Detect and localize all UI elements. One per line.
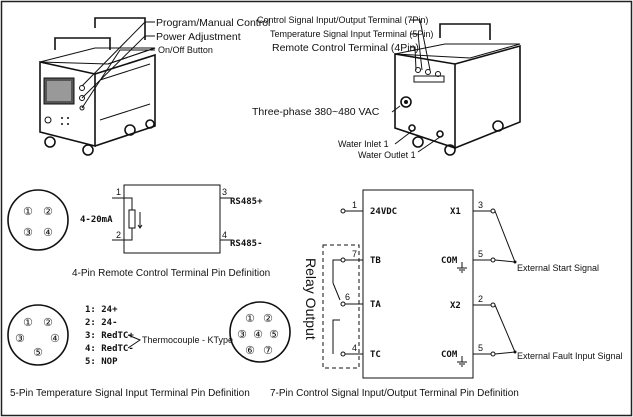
pin7-4: ④ (253, 328, 263, 341)
pin7-label-x1: X1 (450, 207, 461, 217)
label-temp-signal: Temperature Signal Input Terminal (5Pin) (270, 29, 433, 39)
pin7-5: ⑤ (269, 328, 279, 341)
pin7-1: ① (245, 312, 255, 325)
pin4-rs-minus: RS485- (230, 239, 263, 249)
label-program-manual: Program/Manual Control (156, 17, 270, 29)
pin7-caption: 7-Pin Control Signal Input/Output Termin… (270, 388, 519, 399)
pin7-label-x2: X2 (450, 301, 461, 311)
pin5-def-5: 5: NOP (85, 357, 118, 367)
pin7-label-tb: TB (370, 256, 381, 266)
pin7-right-num-3: 3 (478, 200, 483, 210)
pin5-4: ④ (50, 332, 60, 345)
pin7-left-num-4: 4 (352, 343, 357, 353)
pin7-left-num-1: 1 (352, 200, 357, 210)
pin7-label-24vdc: 24VDC (370, 207, 397, 217)
pin7-label-com-1: COM (441, 256, 458, 266)
machine-front-illustration (39, 17, 156, 156)
pin5-def-3: 3: RedTC+ (85, 331, 134, 341)
pin5-2: ② (43, 316, 53, 329)
control-signal-schematic (322, 189, 517, 379)
label-water-in: Water Inlet 1 (338, 139, 389, 149)
pin4-3: ③ (23, 226, 33, 239)
pin7-2: ② (263, 312, 273, 325)
pin4-4: ④ (43, 226, 53, 239)
pin5-thermo: Thermocouple - KType (142, 335, 233, 345)
pin7-left-num-7: 7 (352, 249, 357, 259)
pin7-3: ③ (237, 328, 247, 341)
pin4-2: ② (43, 205, 53, 218)
pin7-7: ⑦ (263, 344, 273, 357)
pin7-label-tc: TC (370, 350, 381, 360)
pin5-def-4: 4: RedTC- (85, 344, 134, 354)
pin4-num-3: 3 (222, 187, 227, 197)
label-water-out: Water Outlet 1 (358, 150, 416, 160)
pin5-5: ⑤ (33, 346, 43, 359)
remote-control-schematic (112, 184, 232, 254)
label-remote: Remote Control Terminal (4Pin) (272, 42, 419, 54)
pin7-label-com-2: COM (441, 350, 458, 360)
connector-7pin: ① ② ③ ④ ⑤ ⑥ ⑦ (229, 301, 291, 363)
thermo-brace (127, 334, 142, 349)
pin5-1: ① (23, 316, 33, 329)
pin4-caption: 4-Pin Remote Control Terminal Pin Defini… (72, 268, 270, 279)
label-onoff: On/Off Button (158, 45, 213, 55)
pin7-right-num-5a: 5 (478, 249, 483, 259)
machine-rear-illustration (391, 19, 521, 156)
pin4-rs-plus: RS485+ (230, 197, 263, 207)
pin7-left-num-6: 6 (345, 292, 350, 302)
pin7-label-ta: TA (370, 300, 381, 310)
pin7-right-num-2: 2 (478, 294, 483, 304)
pin5-caption: 5-Pin Temperature Signal Input Terminal … (10, 388, 250, 399)
ext-fault-signal: External Fault Input Signal (517, 351, 623, 361)
relay-output-label: Relay Output (303, 258, 319, 340)
connector-5pin: ① ② ③ ④ ⑤ (7, 304, 69, 366)
label-ctrl-signal: Control Signal Input/Output Terminal (7P… (257, 15, 428, 25)
pin7-right-num-5b: 5 (478, 343, 483, 353)
pin4-num-2: 2 (116, 230, 121, 240)
pin5-3: ③ (15, 332, 25, 345)
label-power-adjust: Power Adjustment (156, 31, 241, 43)
pin5-def-1: 1: 24+ (85, 305, 118, 315)
ext-start-signal: External Start Signal (517, 263, 599, 273)
pin5-def-2: 2: 24- (85, 318, 118, 328)
pin4-num-4: 4 (222, 230, 227, 240)
pin7-6: ⑥ (245, 344, 255, 357)
pin4-1: ① (23, 205, 33, 218)
connector-4pin: ① ② ③ ④ (7, 189, 69, 251)
label-three-phase: Three-phase 380~480 VAC (252, 106, 380, 118)
pin4-signal: 4-20mA (80, 215, 113, 225)
pin4-num-1: 1 (116, 187, 121, 197)
